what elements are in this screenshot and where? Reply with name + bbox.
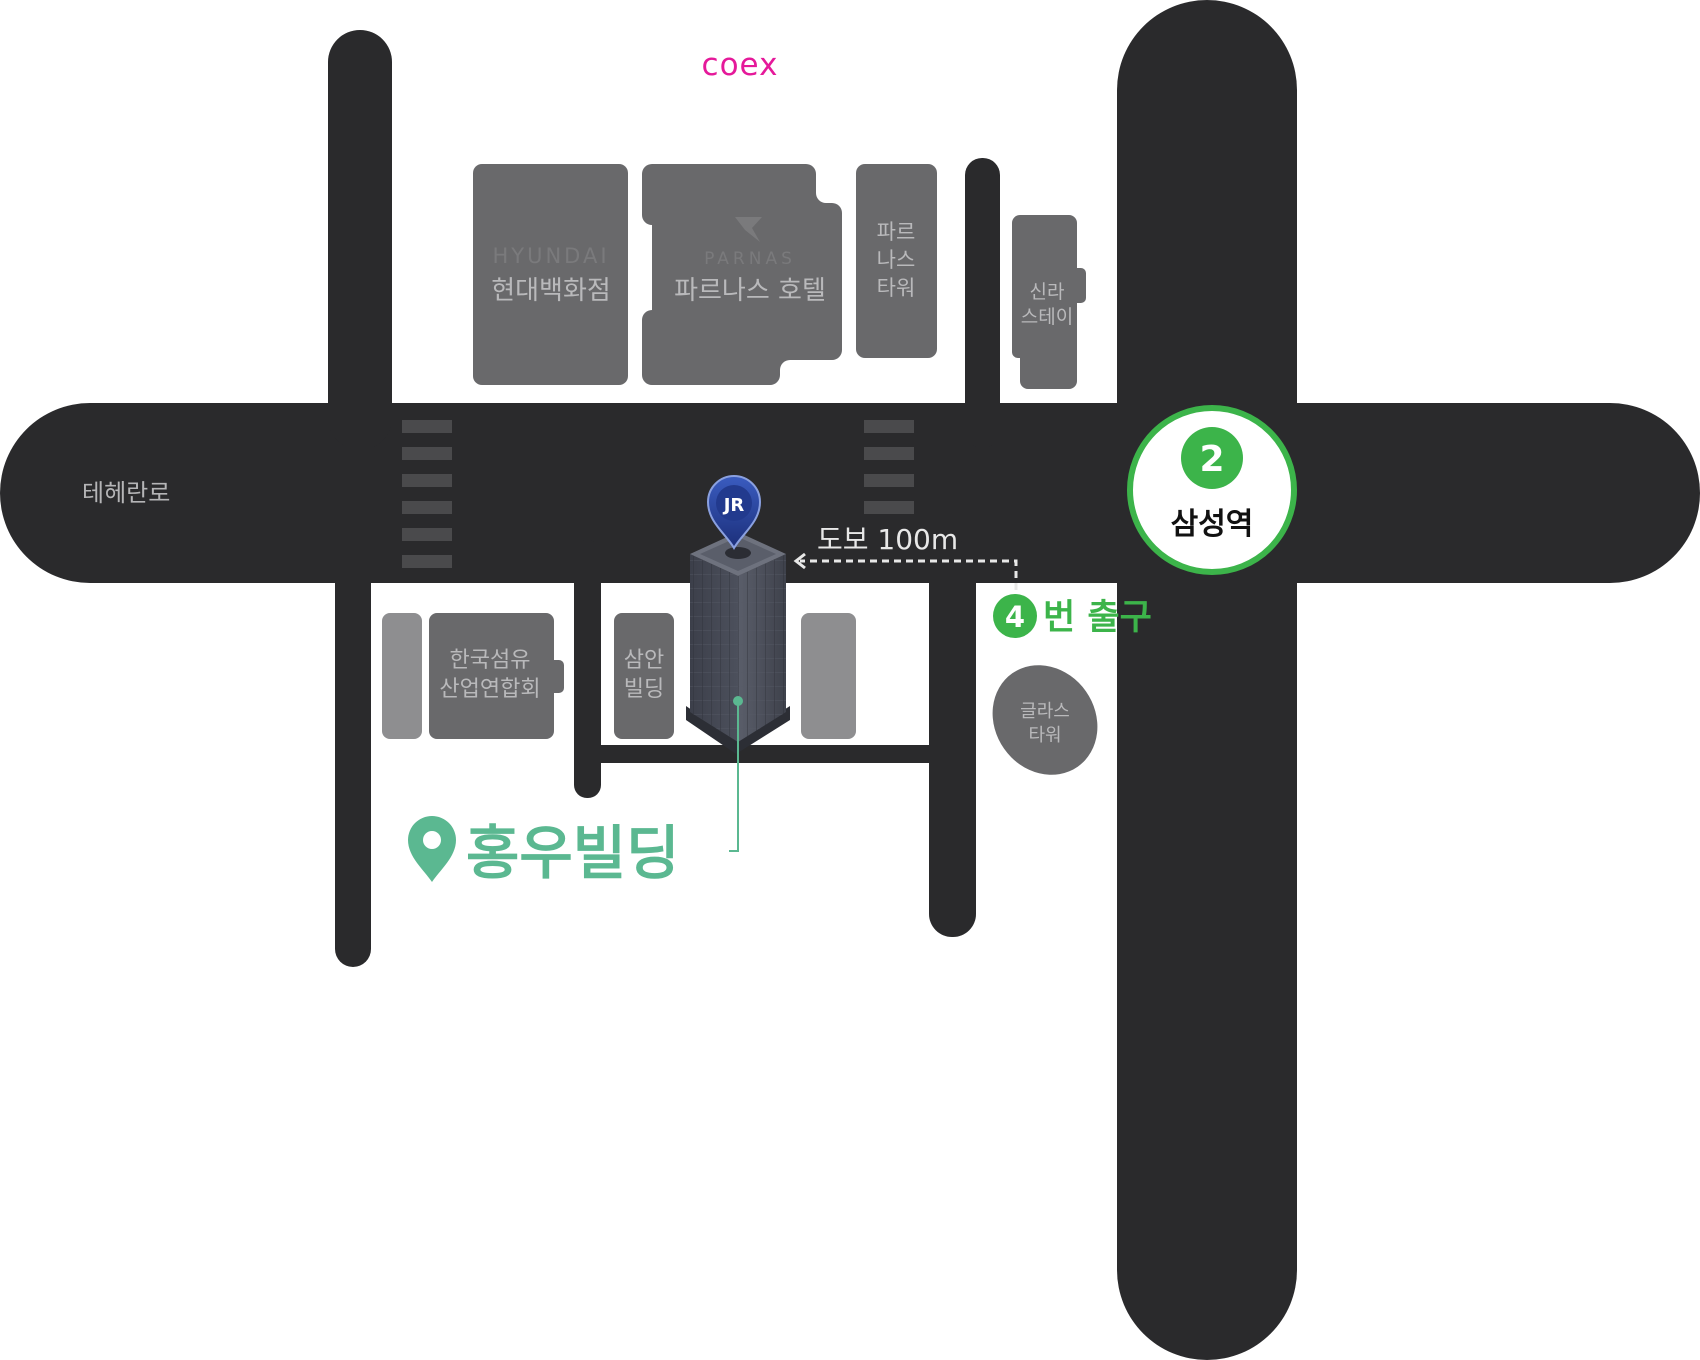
destination-label: 홍우빌딩	[408, 816, 679, 887]
shilla-stay-line-1: 신라	[1030, 281, 1065, 303]
right-avenue	[1117, 0, 1297, 1360]
building-parnas-hotel: PARNAS 파르나스 호텔	[642, 164, 842, 385]
inner-road-horizontal	[590, 745, 940, 763]
parnas-logo-text: PARNAS	[704, 249, 796, 269]
destination-name: 홍우빌딩	[466, 819, 679, 887]
textile-line-1: 한국섬유	[450, 648, 531, 673]
parnas-logo-icon	[735, 217, 762, 242]
parnas-tower-line-3: 타워	[877, 276, 916, 300]
hyundai-logo-text: HYUNDAI	[492, 244, 609, 268]
inner-road-left	[574, 540, 601, 798]
walk-distance-label: 도보 100m	[817, 523, 958, 556]
building-small-light-right	[801, 613, 856, 739]
main-road-teheran	[0, 403, 1700, 583]
parnas-tower-line-1: 파르	[877, 220, 916, 244]
parnas-hotel-label: 파르나스 호텔	[674, 276, 826, 306]
walk-arrow-icon	[793, 552, 806, 570]
station-samseong: 2 삼성역	[1127, 405, 1297, 575]
parnas-tower-line-2: 나스	[877, 248, 916, 272]
road-label-teheran: 테헤란로	[82, 479, 170, 507]
line-number: 2	[1199, 439, 1224, 480]
glass-tower-line-2: 타워	[1028, 725, 1061, 746]
building-samahn: 삼안 빌딩	[614, 613, 674, 739]
coex-logo: coex	[702, 47, 779, 83]
samahn-line-2: 빌딩	[624, 677, 664, 702]
exit-number-badge	[993, 594, 1037, 638]
destination-tower: JR	[686, 475, 790, 852]
line-2-badge	[1181, 427, 1243, 489]
exit-marker: 4 번 출구	[993, 594, 1152, 638]
building-textile-federation: 한국섬유 산업연합회	[429, 613, 564, 739]
shilla-stay-line-2: 스테이	[1021, 306, 1073, 328]
hyundai-label: 현대백화점	[491, 276, 611, 306]
inner-road-right	[929, 540, 976, 937]
crosswalk-left	[402, 420, 452, 568]
exit-number: 4	[1005, 600, 1025, 634]
samahn-line-1: 삼안	[624, 648, 664, 673]
glass-tower-line-1: 글라스	[1020, 701, 1070, 722]
building-small-light-left	[382, 613, 422, 739]
exit-label: 번 출구	[1043, 598, 1152, 638]
left-road-north	[328, 30, 392, 450]
station-name: 삼성역	[1171, 507, 1254, 542]
building-glass-tower: 글라스 타워	[992, 665, 1098, 775]
left-road-south	[335, 540, 371, 967]
textile-line-2: 산업연합회	[439, 677, 540, 702]
building-parnas-tower: 파르 나스 타워	[856, 164, 937, 358]
walk-route: 도보 100m	[793, 523, 1018, 590]
jr-pin-badge: JR	[722, 495, 745, 516]
crosswalk-right	[864, 420, 914, 514]
building-hyundai: HYUNDAI 현대백화점	[473, 164, 628, 385]
small-road-north	[965, 158, 1000, 448]
building-shilla-stay: 신라 스테이	[1012, 215, 1086, 389]
